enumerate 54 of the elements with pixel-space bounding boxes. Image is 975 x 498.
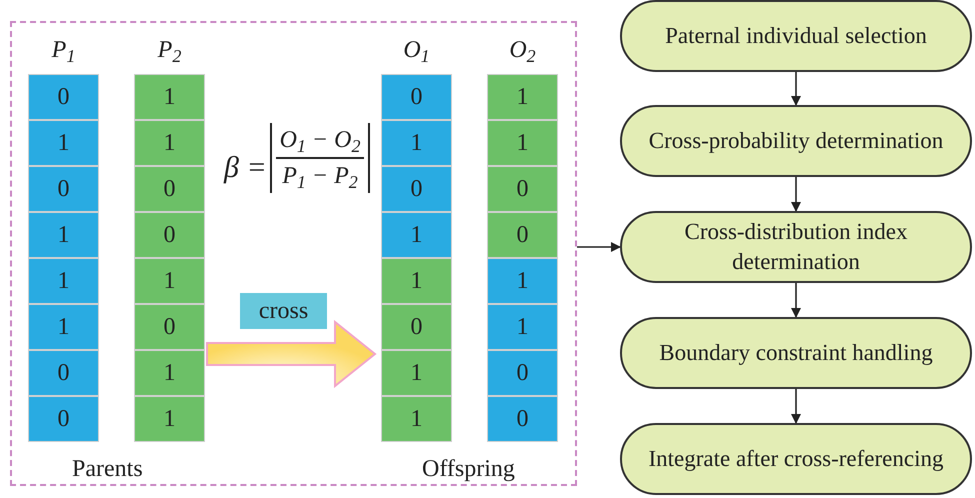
bit-cell: 1 [134,120,205,166]
bit-cell: 1 [381,350,452,396]
bit-cell: 1 [487,258,558,304]
process-box: Cross-distribution index determination [620,211,972,283]
column-heading: O$_{1}$ [402,36,431,68]
bit-cell: 0 [487,396,558,442]
bit-cell: 0 [487,166,558,212]
bit-cell: 1 [28,212,99,258]
block-arrow [206,320,377,388]
process-box: Integrate after cross-referencing [620,423,972,495]
bit-cell: 1 [134,74,205,120]
process-box: Paternal individual selection [620,0,972,72]
bit-cell: 1 [487,304,558,350]
bit-cell: 1 [28,258,99,304]
column-heading: P$_{2}$ [156,36,182,68]
bit-cell: 0 [487,212,558,258]
bit-cell: 0 [28,396,99,442]
bit-cell: 1 [134,396,205,442]
bit-cell: 0 [28,166,99,212]
bit-cell: 0 [134,166,205,212]
bit-cell: 0 [134,212,205,258]
column-heading: P$_{1}$ [50,36,76,68]
arrow [791,177,801,212]
bit-cell: 0 [28,350,99,396]
bit-cell: 1 [134,350,205,396]
cross-tag: cross [240,293,327,329]
arrow [791,389,801,424]
arrow [791,283,801,318]
bit-cell: 0 [28,74,99,120]
bit-cell: 1 [381,396,452,442]
bit-cell: 1 [134,258,205,304]
process-box: Boundary constraint handling [620,317,972,389]
formula-numerator: O$_{1}$ − O$_{2}$ [280,126,360,157]
group-label: Offspring [422,455,515,484]
column-heading: O$_{2}$ [508,36,537,68]
bit-cell: 1 [381,212,452,258]
bit-cell: 1 [28,120,99,166]
bit-cell: 0 [381,74,452,120]
bit-cell: 1 [487,74,558,120]
bit-cell: 0 [381,304,452,350]
bit-cell: 1 [381,120,452,166]
arrow [577,242,621,252]
bit-cell: 0 [134,304,205,350]
bit-cell: 1 [28,304,99,350]
formula-beta: β = [224,150,267,186]
group-label: Parents [72,455,143,484]
bit-cell: 1 [381,258,452,304]
formula-denominator: P$_{1}$ − P$_{2}$ [282,162,358,193]
dashed-frame [10,21,577,486]
process-box: Cross-probability determination [620,105,972,177]
bit-cell: 0 [487,350,558,396]
arrow [791,72,801,106]
bit-cell: 1 [487,120,558,166]
bit-cell: 0 [381,166,452,212]
